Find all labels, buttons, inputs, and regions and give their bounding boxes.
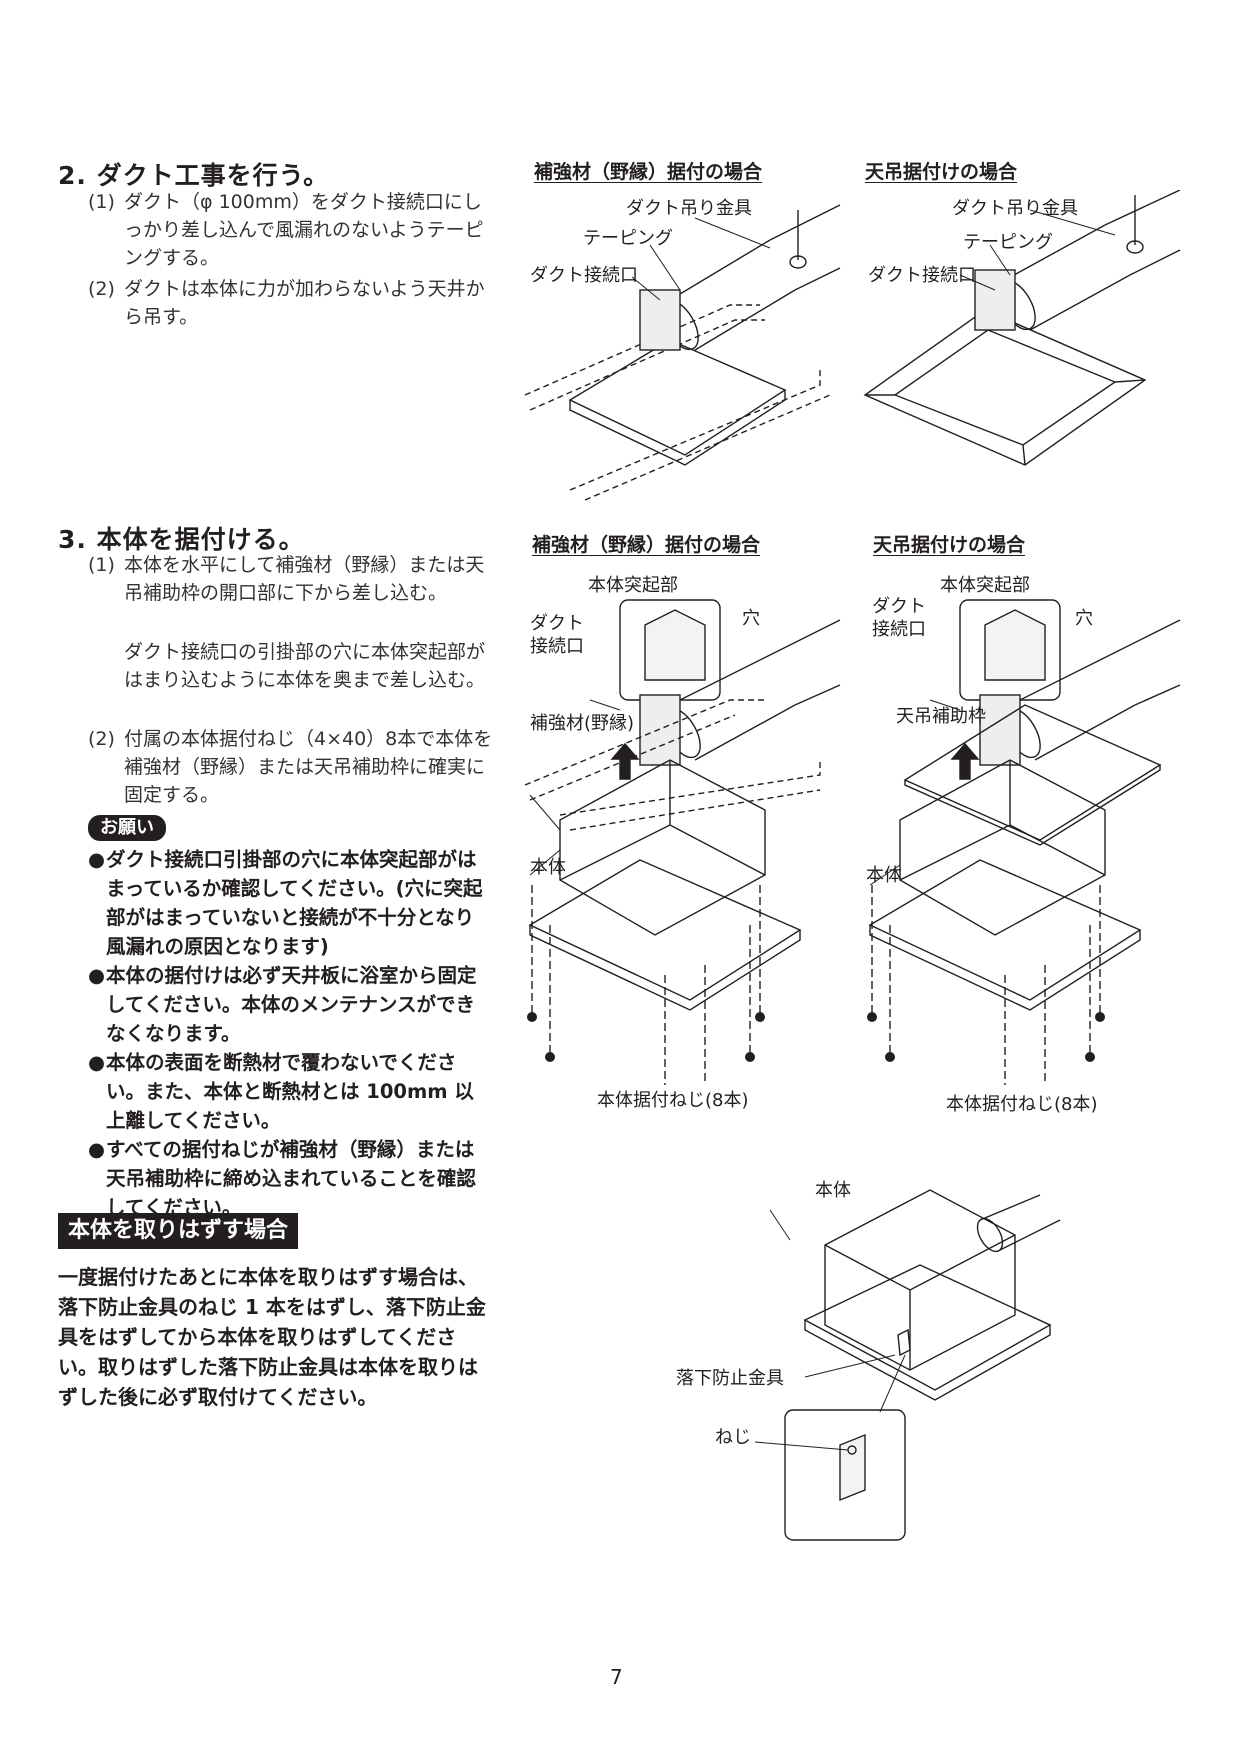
note-text: すべての据付ねじが補強材（野縁）または天吊補助枠に締め込まれていることを確認して… [106,1138,476,1219]
bullet-icon: ● [88,1051,106,1074]
fig3-beam-label: 補強材(野縁) [530,713,635,734]
step-text: ダクト（φ 100mm）をダクト接続口にしっかり差し込んで風漏れのないようテーピ… [124,191,484,269]
request-note-4: ● すべての据付ねじが補強材（野縁）または天吊補助枠に締め込まれていることを確認… [88,1135,488,1222]
section3-title: 3. 本体を据付ける。 [58,525,305,554]
fig5-diagram [754,1189,1061,1541]
fig4-diagram [867,599,1181,1085]
bullet-icon: ● [88,848,106,871]
bullet-icon: ● [88,1138,106,1161]
fig4-hole-label: 穴 [1075,608,1093,629]
note-text: 本体の表面を断熱材で覆わないでください。また、本体と断熱材とは 100mm 以上… [106,1051,474,1132]
fig2-diagram [863,190,1181,466]
fig2-taping-label: テーピング [963,232,1053,253]
fig5-screw-label: ねじ [715,1427,751,1448]
fig2-hanger-label: ダクト吊り金具 [952,198,1078,219]
step-number: (2) [88,278,115,300]
note-text: ダクト接続口引掛部の穴に本体突起部がはまっているか確認してください。(穴に突起部… [106,848,483,958]
fig4-frame-label: 天吊補助枠 [896,706,986,727]
fig4-screws-label: 本体据付ねじ(8本) [946,1094,1098,1115]
request-note-2: ● 本体の据付けは必ず天井板に浴室から固定してください。本体のメンテナンスができ… [88,961,488,1048]
removal-banner: 本体を取りはずす場合 [58,1213,299,1249]
fig1-taping-label: テーピング [583,228,673,249]
request-badge: お願い [88,815,166,841]
step-number: (1) [88,191,115,213]
fig4-caption: 天吊据付けの場合 [873,534,1026,556]
fig5-bracket-label: 落下防止金具 [676,1368,784,1389]
fig4-body-label: 本体 [866,865,902,886]
section3-step-2: (2) 付属の本体据付ねじ（4×40）8本で本体を補強材（野縁）または天吊補助枠… [88,725,498,809]
request-note-1: ● ダクト接続口引掛部の穴に本体突起部がはまっているか確認してください。(穴に突… [88,845,488,961]
bullet-icon: ● [88,964,106,987]
removal-text: 一度据付けたあとに本体を取りはずす場合は、落下防止金具のねじ 1 本をはずし、落… [58,1265,486,1409]
fig4-port-label-2: 接続口 [872,619,926,640]
section3-step-1-detail: ダクト接続口の引掛部の穴に本体突起部がはまり込むように本体を奥まで差し込む。 [124,641,486,691]
fig5-body-label: 本体 [815,1180,851,1201]
fig3-port-label-1: ダクト [530,613,584,634]
fig2-caption: 天吊据付けの場合 [865,161,1018,183]
step-number: (1) [88,554,115,576]
step-text: 付属の本体据付ねじ（4×40）8本で本体を補強材（野縁）または天吊補助枠に確実に… [124,728,493,806]
page-number: 7 [610,1665,623,1689]
note-text: 本体の据付けは必ず天井板に浴室から固定してください。本体のメンテナンスができなく… [106,964,477,1045]
step-number: (2) [88,728,115,750]
fig4-protrusion-label: 本体突起部 [940,575,1030,596]
fig3-port-label-2: 接続口 [530,636,584,657]
fig1-diagram [524,204,841,501]
fig3-diagram [524,599,841,1085]
fig4-port-label-1: ダクト [872,596,926,617]
section2-title: 2. ダクト工事を行う。 [58,161,330,190]
fig3-hole-label: 穴 [742,608,760,629]
fig3-body-label: 本体 [530,857,566,878]
step-text: 本体を水平にして補強材（野縁）または天吊補助枠の開口部に下から差し込む。 [124,554,485,604]
fig1-caption: 補強材（野縁）据付の場合 [534,161,763,183]
fig3-caption: 補強材（野縁）据付の場合 [532,534,761,556]
section2-step-1: (1) ダクト（φ 100mm）をダクト接続口にしっかり差し込んで風漏れのないよ… [88,188,498,272]
request-note-3: ● 本体の表面を断熱材で覆わないでください。また、本体と断熱材とは 100mm … [88,1048,488,1135]
fig3-screws-label: 本体据付ねじ(8本) [597,1090,749,1111]
section3-step-1: (1) 本体を水平にして補強材（野縁）または天吊補助枠の開口部に下から差し込む。 [88,551,498,635]
fig2-port-label: ダクト接続口 [868,265,976,286]
section2-step-2: (2) ダクトは本体に力が加わらないよう天井から吊す。 [88,275,498,333]
fig3-protrusion-label: 本体突起部 [588,575,678,596]
fig1-hanger-label: ダクト吊り金具 [626,198,752,219]
fig1-port-label: ダクト接続口 [530,265,638,286]
step-text: ダクトは本体に力が加わらないよう天井から吊す。 [124,278,485,328]
